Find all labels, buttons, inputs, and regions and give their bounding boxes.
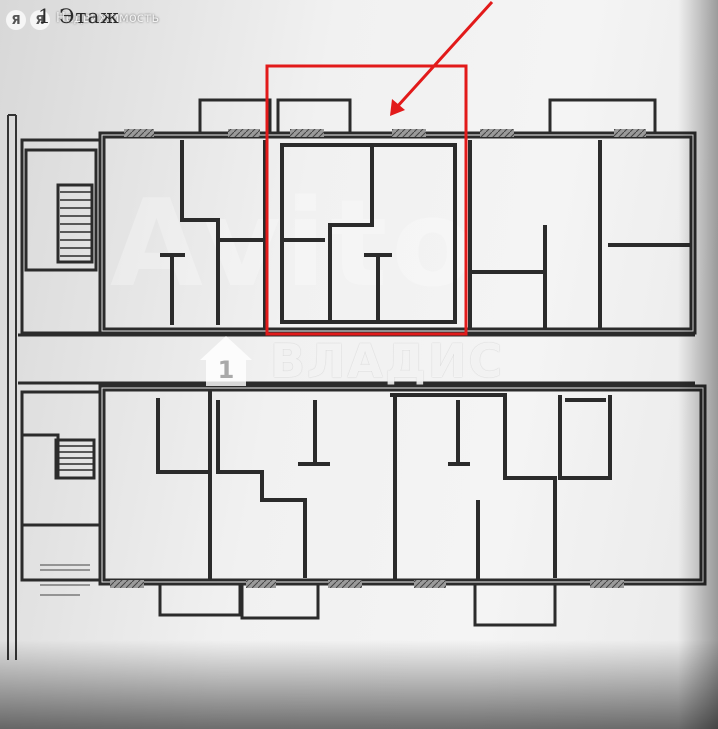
upper-stair-steps	[60, 191, 92, 257]
vladis-watermark-text: ВЛАДИС	[270, 334, 505, 388]
upper-stairwell	[20, 138, 102, 335]
left-edge-lines	[7, 114, 17, 660]
vladis-watermark: 1 ВЛАДИС	[196, 332, 504, 390]
house-logo-digit: 1	[218, 356, 235, 384]
highlight-rectangle	[265, 64, 468, 336]
lower-windows	[110, 580, 624, 588]
upper-windows	[124, 129, 646, 137]
house-logo-icon: 1	[200, 336, 252, 386]
yandex-logo-icon: Я	[6, 10, 26, 30]
floor-title: 1 Этаж	[38, 4, 120, 28]
highlight-arrow	[390, 0, 494, 116]
lower-stair-steps	[58, 445, 94, 471]
upper-interior-walls	[160, 140, 690, 330]
lower-stairwell	[20, 390, 102, 582]
lower-block-walls	[98, 384, 707, 627]
lower-interior-walls	[156, 390, 612, 580]
yandex-realty-logo-icon: Я	[30, 10, 50, 30]
yandex-realty-label: Недвижимость	[56, 11, 160, 26]
axis-marks	[40, 564, 90, 596]
